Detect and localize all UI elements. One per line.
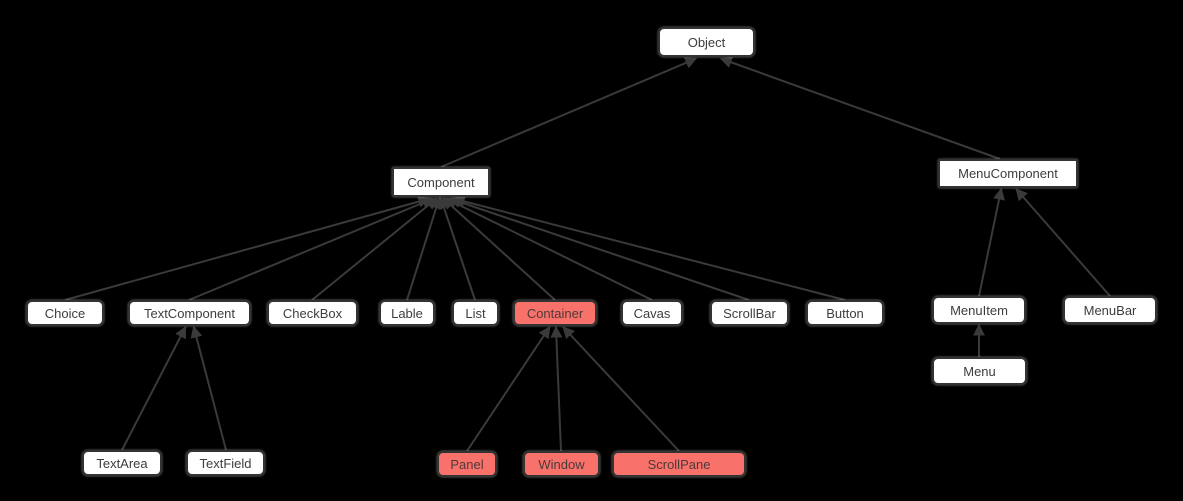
node-component[interactable]: Component <box>392 167 490 197</box>
node-window[interactable]: Window <box>523 451 600 477</box>
node-textarea[interactable]: TextArea <box>82 450 162 476</box>
node-menuitem[interactable]: MenuItem <box>932 296 1026 324</box>
edge-textarea-to-textcomponent <box>121 325 187 451</box>
edge-component-to-object <box>440 57 698 168</box>
edge-scrollbar-to-component <box>448 196 750 301</box>
edge-textfield-to-textcomponent <box>190 325 227 451</box>
node-textfield[interactable]: TextField <box>186 450 265 476</box>
node-panel[interactable]: Panel <box>437 451 497 477</box>
node-menubar[interactable]: MenuBar <box>1063 296 1157 324</box>
edge-container-to-component <box>442 197 556 301</box>
node-choice[interactable]: Choice <box>26 300 104 326</box>
edge-scrollpane-to-container <box>562 326 680 452</box>
edge-textcomponent-to-component <box>188 197 435 301</box>
node-checkbox[interactable]: CheckBox <box>267 300 358 326</box>
node-list[interactable]: List <box>452 300 499 326</box>
edge-panel-to-container <box>466 326 551 452</box>
edge-menubar-to-menucomponent <box>1015 188 1111 297</box>
edge-choice-to-component <box>64 195 431 301</box>
edge-list-to-component <box>438 196 476 301</box>
node-scrollpane[interactable]: ScrollPane <box>612 451 746 477</box>
node-container[interactable]: Container <box>513 300 597 326</box>
node-lable[interactable]: Lable <box>379 300 435 326</box>
edge-menucomponent-to-object <box>719 56 1001 160</box>
node-button[interactable]: Button <box>806 300 884 326</box>
edge-lable-to-component <box>406 196 442 301</box>
node-textcomponent[interactable]: TextComponent <box>128 300 251 326</box>
node-menucomponent[interactable]: MenuComponent <box>938 159 1078 188</box>
edge-checkbox-to-component <box>311 197 438 301</box>
edge-window-to-container <box>550 325 563 452</box>
node-object[interactable]: Object <box>658 27 755 57</box>
node-menu[interactable]: Menu <box>932 357 1027 385</box>
node-scrollbar[interactable]: ScrollBar <box>710 300 789 326</box>
node-cavas[interactable]: Cavas <box>621 300 683 326</box>
edge-cavas-to-component <box>444 197 653 301</box>
edge-menuitem-to-menucomponent <box>978 187 1005 297</box>
edge-button-to-component <box>452 195 846 301</box>
